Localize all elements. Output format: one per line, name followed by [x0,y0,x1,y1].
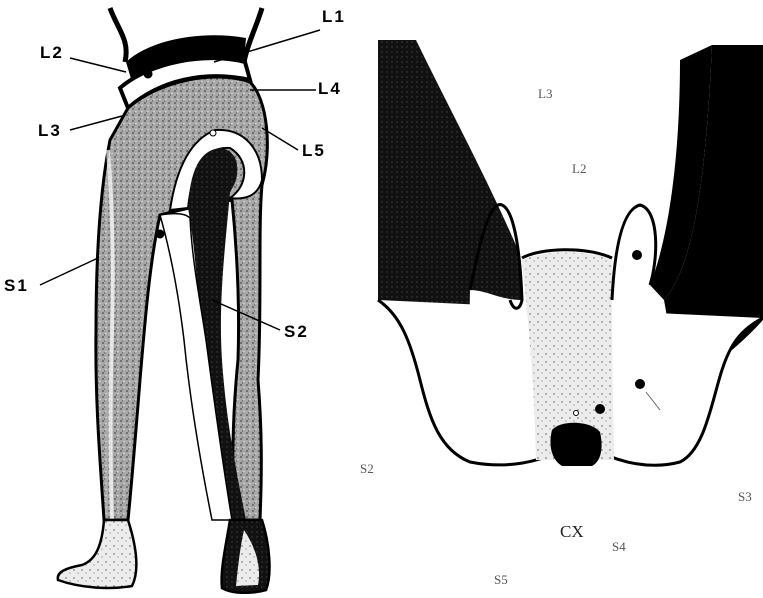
label-l5: L5 [302,142,326,159]
label-s1: S1 [4,277,29,294]
l2-leader [70,58,126,72]
label-l3: L3 [38,122,62,139]
l5-point [210,130,216,136]
left-foot [58,520,137,588]
label-right-l2: L2 [572,162,586,175]
anal-region [550,423,601,466]
leg-figure [40,8,320,593]
label-right-s-right: S3 [738,490,752,503]
s3-point-upper [632,250,642,260]
s3-point-lower [635,379,645,389]
label-s2: S2 [284,323,309,340]
label-l2: L2 [40,44,64,61]
torso-right-outline [244,8,262,62]
label-s4: S4 [612,540,626,553]
label-s5: S5 [494,573,508,586]
torso-left-outline [110,8,126,62]
s1-leader [40,258,98,285]
perineal-figure [378,40,763,466]
l3-leader [70,116,122,130]
label-cx: CX [560,523,584,540]
s4-point [595,404,605,414]
label-l4: L4 [318,80,342,97]
s1-point [156,230,165,239]
label-right-l3: L3 [538,87,552,100]
label-l1: L1 [322,8,346,25]
l2-point [144,70,153,79]
s5-point [574,411,579,416]
label-right-s-left: S2 [360,462,374,475]
